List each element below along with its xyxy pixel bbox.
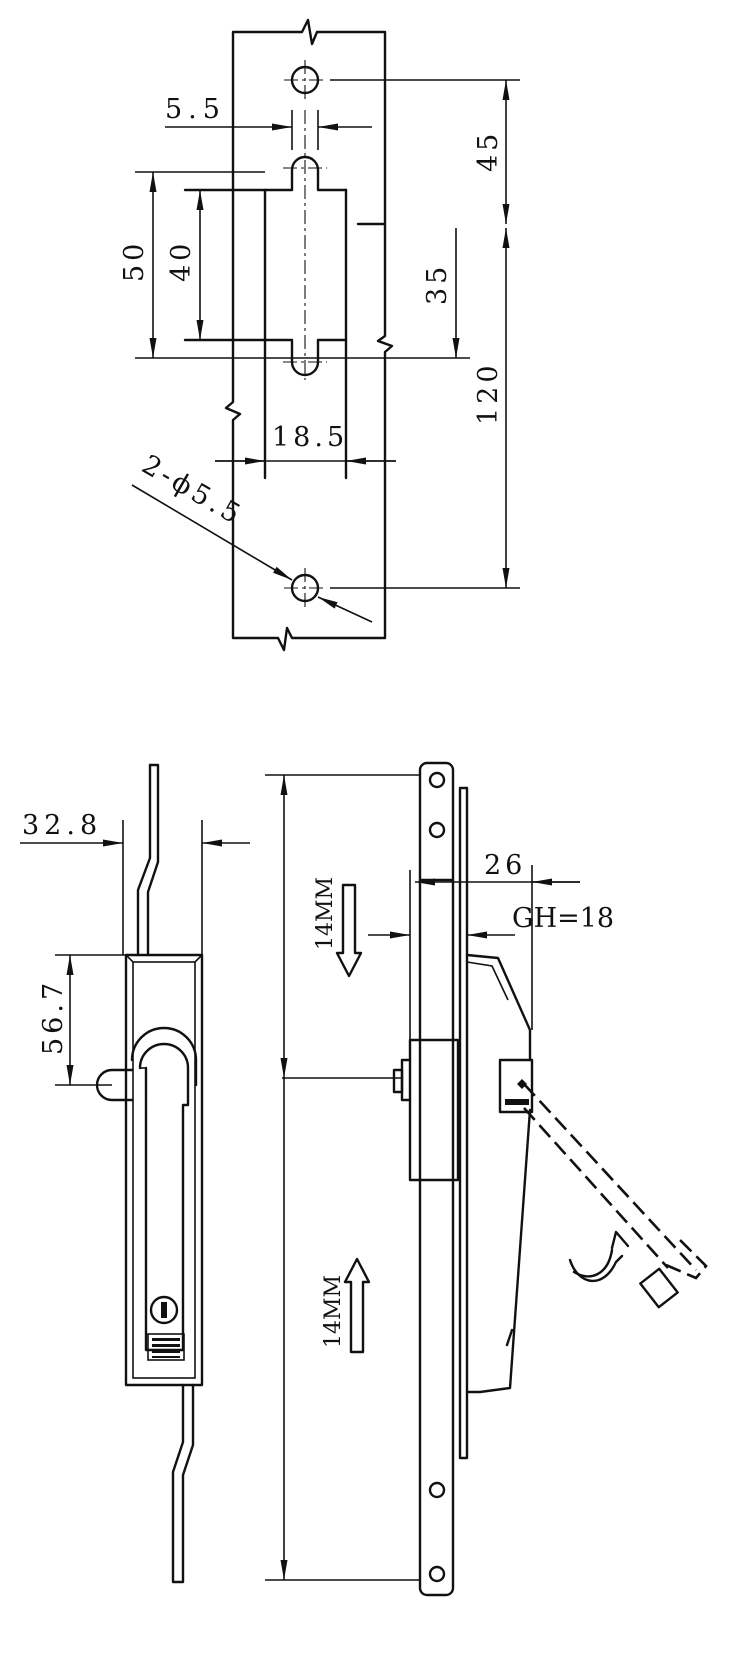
handle-lever: [130, 1026, 198, 1352]
lower-rod: [171, 1383, 195, 1584]
top-extension-lines: [135, 79, 520, 589]
dimension-hole-diameter-leader: [131, 484, 373, 623]
dim-slot-width-label: 5.5: [165, 94, 226, 125]
travel-arrow-up-icon: [343, 1257, 371, 1354]
side-door-panel: [458, 786, 469, 1460]
side-lock-block: [392, 1038, 460, 1182]
handle-housing: [124, 953, 204, 1387]
dim-depth-label: 26: [484, 850, 526, 881]
travel-arrow-down-icon: [335, 883, 363, 978]
dim-inner-height-label: 40: [166, 240, 197, 282]
dim-hole-spacing-label: 120: [473, 361, 504, 425]
grip-serrations: [147, 1333, 185, 1361]
top-view: 5.5 50 40 45 35 120 18.5 2-ϕ5.5: [119, 18, 520, 652]
dim-handle-offset-label: 56.7: [38, 979, 69, 1055]
dim-outer-height-label: 50: [119, 240, 150, 282]
front-dimensions: [20, 820, 250, 1086]
mounting-hole-bottom: [284, 568, 326, 608]
dim-gh-label: GH=18: [512, 903, 614, 934]
side-view: 14MM 14MM 26 GH=18: [265, 761, 708, 1597]
travel-up-label: 14MM: [321, 1275, 346, 1348]
latch-cutout: [183, 110, 387, 480]
dim-hole-to-slot-label: 45: [473, 130, 504, 172]
upper-rod: [136, 763, 160, 957]
dim-width-label: 32.8: [22, 810, 102, 841]
key-cylinder: [149, 1295, 179, 1325]
mounting-hole-top: [284, 60, 326, 100]
dim-cutout-width-label: 18.5: [272, 422, 348, 453]
rotation-arrow-icon: [568, 1230, 630, 1283]
mounting-plate: [224, 18, 394, 652]
dim-slot-to-bottom-label: 35: [422, 263, 453, 305]
side-housing: [465, 953, 532, 1394]
side-dimensions: [265, 774, 580, 1581]
open-handle-position: [523, 1083, 708, 1309]
travel-down-label: 14MM: [313, 877, 338, 950]
front-view: 32.8 56.7: [20, 763, 250, 1584]
side-hinge: [498, 1058, 534, 1114]
